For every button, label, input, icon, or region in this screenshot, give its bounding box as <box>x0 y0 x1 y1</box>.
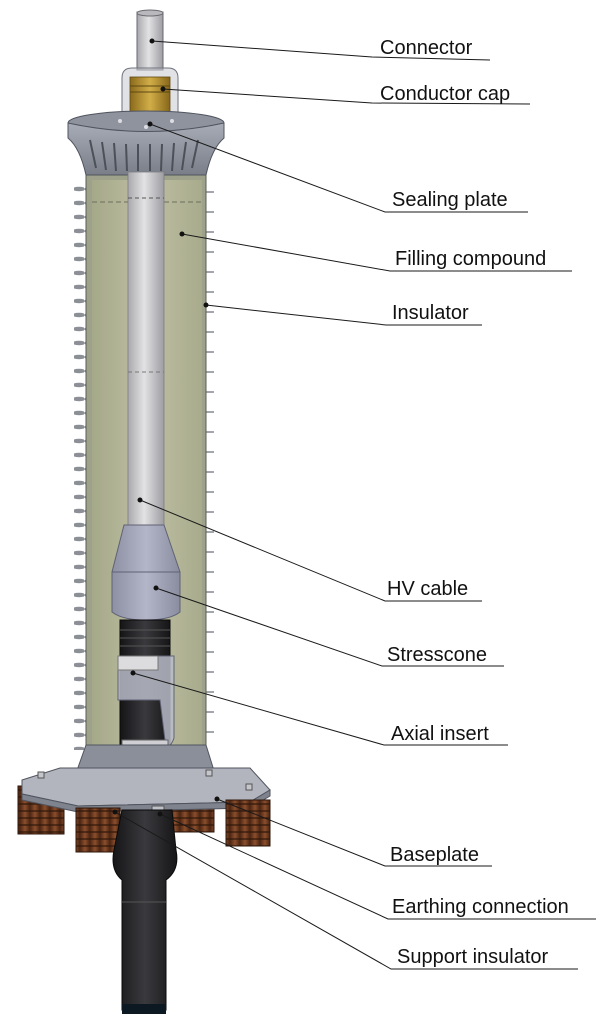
hv-cable-body <box>127 171 165 533</box>
leader-lines <box>114 40 596 970</box>
label-insulator: Insulator <box>392 302 469 324</box>
label-sealing-plate: Sealing plate <box>392 189 508 211</box>
sealing-plate-skirt <box>67 122 225 176</box>
support-insulator-front-right <box>225 799 271 847</box>
label-axial-insert: Axial insert <box>391 723 489 745</box>
label-stresscone: Stresscone <box>387 644 488 666</box>
support-insulator-front-left <box>75 807 121 853</box>
label-filling-compound: Filling compound <box>395 248 547 270</box>
leader-dots <box>112 38 220 817</box>
conductor-cap-body <box>129 76 171 116</box>
label-support-insulator: Support insulator <box>397 946 549 968</box>
label-conductor-cap: Conductor cap <box>380 83 511 105</box>
lower-cable <box>112 809 178 1011</box>
label-earthing-connection: Earthing connection <box>392 896 569 918</box>
label-baseplate: Baseplate <box>390 844 479 866</box>
label-hv-cable: HV cable <box>387 578 469 600</box>
label-connector: Connector <box>380 37 473 59</box>
